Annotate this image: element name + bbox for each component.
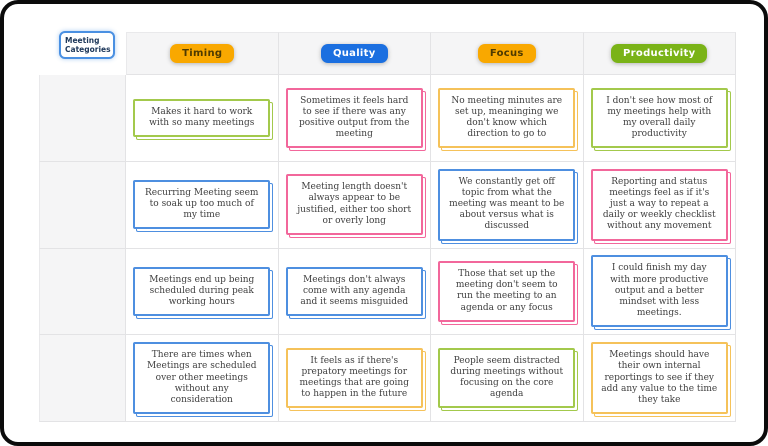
sticky-note[interactable]: Meetings end up being scheduled during p…: [133, 266, 271, 317]
grid-cell: Meetings should have their own internal …: [583, 335, 736, 422]
focus-header-pill[interactable]: Focus: [477, 44, 536, 63]
grid-cell: Makes it hard to work with so many meeti…: [126, 75, 279, 162]
row-header-cell: [39, 335, 126, 422]
categories-grid: Timing Quality Focus Productivity Makes …: [39, 32, 736, 422]
sticky-note[interactable]: There are times when Meetings are schedu…: [133, 342, 271, 415]
grid-cell: Recurring Meeting seem to soak up too mu…: [126, 161, 279, 249]
column-header-focus: Focus: [431, 32, 584, 75]
sticky-note[interactable]: We constantly get off topic from what th…: [438, 168, 576, 241]
sticky-note[interactable]: People seem distracted during meetings w…: [438, 347, 576, 409]
sticky-note[interactable]: It feels as if there's prepatory meeting…: [285, 347, 423, 409]
sticky-note[interactable]: I don't see how most of my meetings help…: [590, 87, 728, 149]
column-header-timing: Timing: [126, 32, 279, 75]
whiteboard-canvas: Meeting Categories Timing Quality Focus …: [8, 8, 760, 438]
meeting-categories-label[interactable]: Meeting Categories: [59, 31, 115, 59]
sticky-note[interactable]: Sometimes it feels hard to see if there …: [285, 87, 423, 149]
sticky-note[interactable]: I could finish my day with more producti…: [590, 255, 728, 328]
row-header-cell: [39, 75, 126, 162]
row-header-cell: [39, 161, 126, 249]
sticky-note[interactable]: No meeting minutes are set up, meaningin…: [438, 87, 576, 149]
grid-cell: People seem distracted during meetings w…: [431, 335, 584, 422]
grid-cell: There are times when Meetings are schedu…: [126, 335, 279, 422]
sticky-note[interactable]: Those that set up the meeting don't seem…: [438, 261, 576, 322]
sticky-note[interactable]: Reporting and status meetings feel as if…: [590, 168, 728, 241]
grid-cell: Meeting length doesn't always appear to …: [278, 161, 431, 249]
sticky-note[interactable]: Meetings don't always come with any agen…: [285, 266, 423, 317]
sticky-note[interactable]: Meeting length doesn't always appear to …: [285, 174, 423, 235]
grid-cell: Meetings end up being scheduled during p…: [126, 248, 279, 336]
sticky-note[interactable]: Makes it hard to work with so many meeti…: [133, 98, 271, 138]
grid-cell: I could finish my day with more producti…: [583, 248, 736, 336]
grid-cell: Meetings don't always come with any agen…: [278, 248, 431, 336]
sticky-note[interactable]: Recurring Meeting seem to soak up too mu…: [133, 179, 271, 230]
row-header-cell: [39, 248, 126, 336]
grid-cell: Those that set up the meeting don't seem…: [431, 248, 584, 336]
grid-cell: Reporting and status meetings feel as if…: [583, 161, 736, 249]
grid-cell: It feels as if there's prepatory meeting…: [278, 335, 431, 422]
productivity-header-pill[interactable]: Productivity: [611, 44, 708, 63]
grid-cell: We constantly get off topic from what th…: [431, 161, 584, 249]
grid-corner-cell: [39, 32, 126, 75]
sticky-note[interactable]: Meetings should have their own internal …: [590, 342, 728, 415]
quality-header-pill[interactable]: Quality: [320, 44, 388, 63]
timing-header-pill[interactable]: Timing: [170, 44, 235, 63]
column-header-productivity: Productivity: [583, 32, 736, 75]
grid-cell: No meeting minutes are set up, meaningin…: [431, 75, 584, 162]
grid-cell: I don't see how most of my meetings help…: [583, 75, 736, 162]
grid-cell: Sometimes it feels hard to see if there …: [278, 75, 431, 162]
column-header-quality: Quality: [278, 32, 431, 75]
